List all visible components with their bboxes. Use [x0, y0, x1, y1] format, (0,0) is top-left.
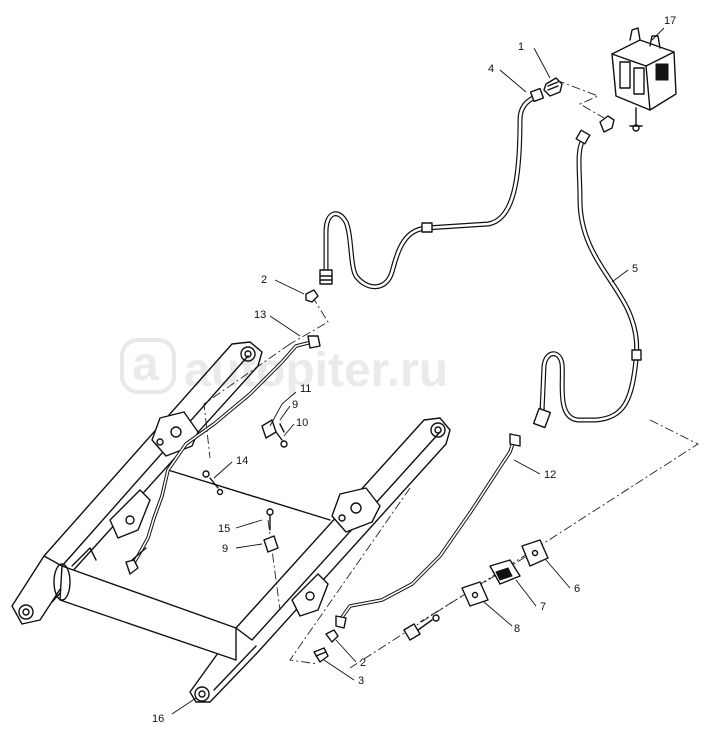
fitting-part-2-upper: [305, 289, 319, 303]
callout-14: 14: [236, 455, 248, 467]
hose-part-5: [532, 129, 642, 429]
fitting-part-1: [543, 77, 563, 97]
callout-16: 16: [152, 713, 164, 725]
callout-labels: 17 1 4 2 13 5 11 9 10 14 15 9 12 6 7 8 2…: [152, 15, 676, 725]
fitting-valve-port: [599, 115, 615, 133]
fitting-part-3: [313, 647, 329, 663]
clamp-plate-part-8: [461, 581, 489, 607]
clamp-plate-part-6: [521, 539, 549, 567]
callout-10: 10: [296, 417, 308, 429]
callout-17: 17: [664, 15, 676, 27]
callout-2-upper: 2: [261, 274, 267, 286]
callout-2-lower: 2: [360, 657, 366, 669]
bolt-part-15: [131, 508, 279, 561]
watermark-logo: a autopiter.ru: [120, 338, 448, 397]
callout-15: 15: [218, 523, 230, 535]
callout-3: 3: [358, 675, 364, 687]
callout-leaders: [171, 27, 665, 715]
callout-1: 1: [518, 41, 524, 53]
callout-8: 8: [514, 623, 520, 635]
tube-part-12: [335, 433, 521, 629]
tube-part-13: [125, 335, 321, 575]
hose-part-4: [319, 87, 545, 290]
control-valve: [611, 27, 677, 132]
bolt-part-14: [202, 470, 224, 496]
clamp-block-part-7: [489, 559, 521, 585]
callout-4: 4: [488, 63, 494, 75]
bolt-lower: [403, 614, 440, 641]
callout-12: 12: [544, 469, 556, 481]
callout-7: 7: [540, 601, 546, 613]
callout-13: 13: [254, 309, 266, 321]
callout-9-lower: 9: [222, 543, 228, 555]
watermark-text: autopiter.ru: [184, 344, 448, 397]
callout-5: 5: [632, 263, 638, 275]
callout-9-upper: 9: [292, 399, 298, 411]
callout-11: 11: [300, 383, 311, 395]
fitting-part-2-lower: [325, 629, 339, 643]
svg-text:a: a: [132, 338, 159, 391]
clamp-group-upper: [261, 419, 288, 448]
callout-6: 6: [574, 583, 580, 595]
